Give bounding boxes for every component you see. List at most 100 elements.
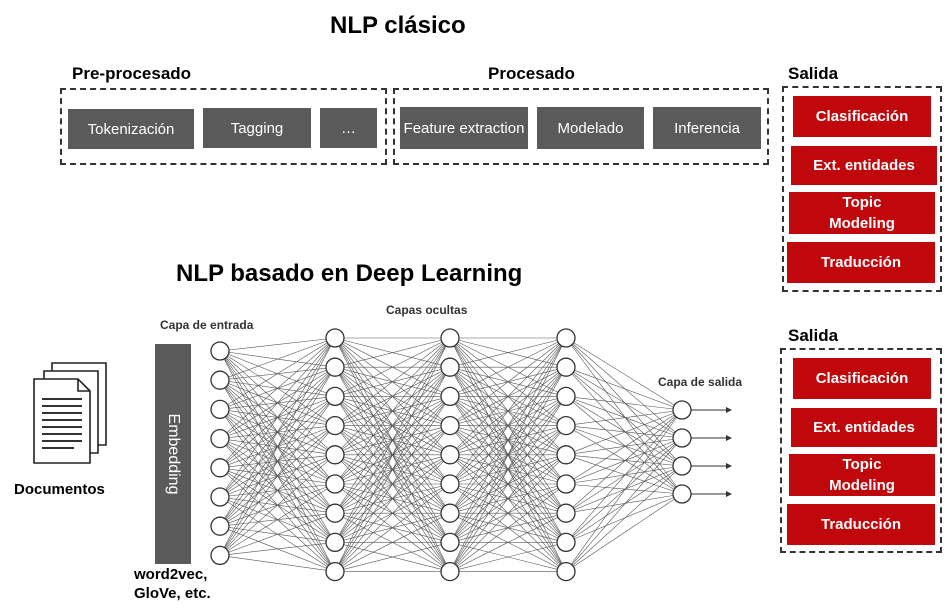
input-neuron xyxy=(210,458,230,478)
nn-edge xyxy=(449,337,567,485)
hidden-neuron xyxy=(556,386,576,407)
nn-edge xyxy=(219,337,336,498)
nn-edge xyxy=(449,337,567,368)
nn-edge xyxy=(449,396,567,572)
documents-label: Documentos xyxy=(14,481,105,498)
output-neuron xyxy=(672,456,692,476)
nn-edge xyxy=(565,465,683,485)
step-modelado: Modelado xyxy=(537,107,644,149)
nn-edge xyxy=(565,465,683,514)
hidden-neuron xyxy=(440,532,460,553)
nn-edge xyxy=(219,542,336,556)
nn-edge xyxy=(334,337,451,485)
hidden-neuron xyxy=(556,357,576,377)
nn-edge xyxy=(449,367,567,572)
classic-output-topic: Topic Modeling xyxy=(788,191,936,235)
nn-edge xyxy=(565,454,683,467)
hidden-neuron xyxy=(556,503,576,523)
nn-edge xyxy=(219,337,336,556)
hidden-neuron xyxy=(440,503,460,523)
nn-edge xyxy=(334,337,451,456)
classic-output-group xyxy=(782,86,942,292)
nn-edge xyxy=(449,337,567,426)
nn-edge xyxy=(334,454,451,572)
hidden-neuron xyxy=(556,415,576,436)
nn-edge xyxy=(449,425,567,572)
preprocess-group xyxy=(60,88,387,165)
nn-edge xyxy=(565,409,683,543)
hidden-neuron xyxy=(325,386,345,407)
process-group xyxy=(393,88,769,165)
hidden-neuron xyxy=(440,328,460,348)
nn-edge xyxy=(334,367,451,572)
nn-edge xyxy=(449,483,567,572)
nn-edge xyxy=(565,425,683,495)
process-label: Procesado xyxy=(488,64,575,83)
nn-edge xyxy=(565,366,683,495)
nn-edge xyxy=(449,337,567,572)
deep-output-label: Salida xyxy=(788,326,839,345)
nn-edge xyxy=(565,493,683,572)
nn-edge xyxy=(565,337,683,467)
nn-edge xyxy=(565,437,683,485)
input-neuron xyxy=(210,370,230,390)
nn-output-arrows xyxy=(691,407,732,497)
nn-edge xyxy=(334,542,451,572)
hidden-neuron xyxy=(440,561,460,582)
input-neuron xyxy=(210,545,230,566)
nn-edge xyxy=(565,409,683,485)
nn-edge xyxy=(565,337,683,495)
input-neuron xyxy=(210,516,230,536)
embedding-bar: Embedding xyxy=(155,344,191,564)
nn-edge xyxy=(449,512,567,572)
hidden-neuron xyxy=(325,532,345,553)
nn-edge xyxy=(565,465,683,543)
nn-edge xyxy=(334,337,451,426)
nn-connections xyxy=(219,337,683,572)
nn-edge xyxy=(219,337,336,381)
nn-edge xyxy=(334,337,451,514)
nn-edge xyxy=(565,409,683,456)
step-tagging: Tagging xyxy=(203,108,311,148)
deep-output-translation: Traducción xyxy=(786,503,936,546)
documents-icon xyxy=(33,362,107,464)
nn-edge xyxy=(565,396,683,467)
classic-output-entities: Ext. entidades xyxy=(790,145,938,186)
step-tokenization: Tokenización xyxy=(68,109,194,149)
hidden-neuron xyxy=(440,445,460,465)
hidden-neuron xyxy=(556,561,576,582)
classic-title: NLP clásico xyxy=(330,12,466,39)
hidden-layers-label: Capas ocultas xyxy=(386,303,468,317)
nn-edge xyxy=(565,493,683,543)
classic-output-label: Salida xyxy=(788,64,839,83)
nn-edge xyxy=(334,396,451,572)
nn-edge xyxy=(219,337,336,527)
nn-edge xyxy=(565,337,683,439)
preprocess-label: Pre-procesado xyxy=(72,64,192,83)
nn-edge xyxy=(219,367,336,556)
nn-edge xyxy=(334,337,451,368)
hidden-neuron xyxy=(556,328,576,348)
hidden-neuron xyxy=(440,415,460,436)
nn-edge xyxy=(565,409,683,514)
nn-edge xyxy=(449,337,567,456)
nn-edge xyxy=(565,366,683,467)
nn-edge xyxy=(565,366,683,439)
nn-edge xyxy=(334,483,451,572)
nn-edge xyxy=(219,337,336,468)
hidden-neuron xyxy=(325,445,345,465)
nn-edge xyxy=(565,409,683,426)
output-arrow-head xyxy=(726,407,732,413)
step-inferencia: Inferencia xyxy=(653,107,761,149)
output-neuron xyxy=(672,428,692,448)
hidden-neuron xyxy=(325,503,345,523)
nn-edge xyxy=(565,454,683,495)
nn-edge xyxy=(565,437,683,572)
nn-edge xyxy=(565,396,683,439)
nn-edge xyxy=(334,337,451,572)
nn-edge xyxy=(449,337,567,514)
nn-edge xyxy=(449,337,567,543)
nn-edge xyxy=(334,512,451,572)
nn-edge xyxy=(565,425,683,439)
